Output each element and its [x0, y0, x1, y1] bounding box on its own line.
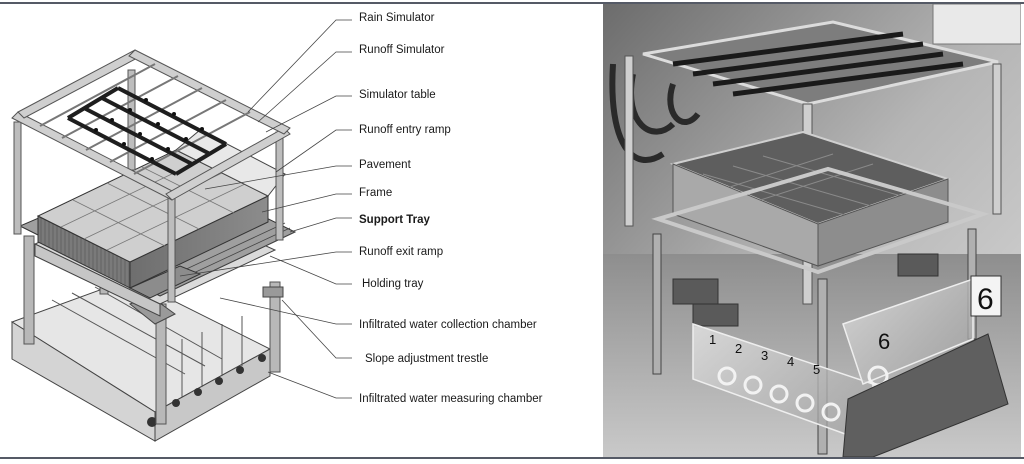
label-runoff-exit-ramp: Runoff exit ramp	[359, 246, 443, 258]
chamber-number-2: 2	[735, 341, 742, 356]
label-pavement: Pavement	[359, 159, 412, 171]
photo-trestle	[842, 333, 1009, 457]
window	[932, 4, 1021, 45]
label-rain-simulator: Rain Simulator	[359, 12, 435, 24]
chamber-number-1: 1	[709, 332, 716, 347]
number-sign: 6	[970, 275, 1002, 317]
photo-bricks	[672, 253, 939, 327]
top-border-line	[0, 2, 1024, 4]
label-slope-adjustment-trestle: Slope adjustment trestle	[365, 353, 488, 365]
label-infiltrated-measuring-chamber: Infiltrated water measuring chamber	[359, 393, 543, 405]
label-support-tray: Support Tray	[359, 214, 431, 226]
label-holding-tray: Holding tray	[362, 278, 424, 290]
label-frame: Frame	[359, 187, 392, 199]
rain-simulator-pipes	[66, 86, 228, 176]
bottom-border-line	[0, 457, 1024, 459]
frame-columns	[13, 69, 284, 303]
nozzle-dots	[94, 98, 204, 161]
sign-number: 6	[977, 283, 994, 316]
measuring-chamber-box	[10, 278, 272, 442]
photo-support-tray	[651, 166, 990, 275]
schematic-diagram: Rain Simulator Runoff Simulator Simulato…	[10, 12, 543, 442]
label-simulator-table: Simulator table	[359, 89, 436, 101]
chamber-number-4: 4	[787, 354, 794, 369]
label-runoff-simulator: Runoff Simulator	[359, 44, 445, 56]
callout-lines	[179, 19, 352, 399]
apparatus-photo: 1 2 3 4 5 6 6	[603, 4, 1021, 457]
label-runoff-entry-ramp: Runoff entry ramp	[359, 124, 451, 136]
photo-rain-simulator	[642, 20, 999, 106]
chamber-number-5: 5	[813, 362, 820, 377]
chamber-number-3: 3	[761, 348, 768, 363]
simulator-table	[11, 49, 291, 201]
label-infiltrated-collection-chamber: Infiltrated water collection chamber	[359, 319, 537, 331]
chamber-number-6: 6	[878, 329, 890, 354]
